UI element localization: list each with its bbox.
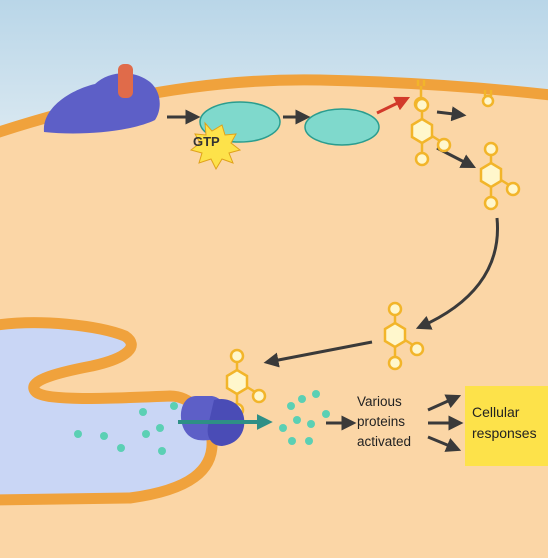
arrow-response-3 (427, 435, 462, 452)
second-messenger-1 (410, 97, 452, 167)
proteins-line-3: activated (357, 434, 412, 449)
arrow-split-1 (436, 106, 467, 122)
proteins-line-1: Various (357, 394, 402, 409)
released-fragment (481, 90, 495, 108)
second-messenger-2 (479, 141, 521, 211)
response-line-1: Cellular (472, 404, 520, 420)
second-messenger-3 (383, 301, 425, 371)
cellular-responses-label: Cellular responses (472, 402, 537, 444)
endoplasmic-reticulum (0, 317, 218, 506)
proteins-activated-label: Various proteins activated (357, 392, 411, 452)
diffusion-arrow (415, 217, 500, 330)
response-line-2: responses (472, 425, 537, 441)
cellular-responses-box (465, 386, 548, 466)
gtp-label: GTP (193, 134, 220, 149)
gtp-star (189, 121, 242, 171)
effector-enzyme (304, 108, 380, 146)
ions-inside (74, 402, 178, 455)
proteins-line-2: proteins (357, 414, 406, 429)
ions-released (279, 390, 330, 445)
arrow-response-1 (427, 394, 462, 412)
arrow-to-channel (263, 340, 373, 368)
activation-arrow (376, 96, 411, 115)
signal-molecule (118, 64, 133, 98)
